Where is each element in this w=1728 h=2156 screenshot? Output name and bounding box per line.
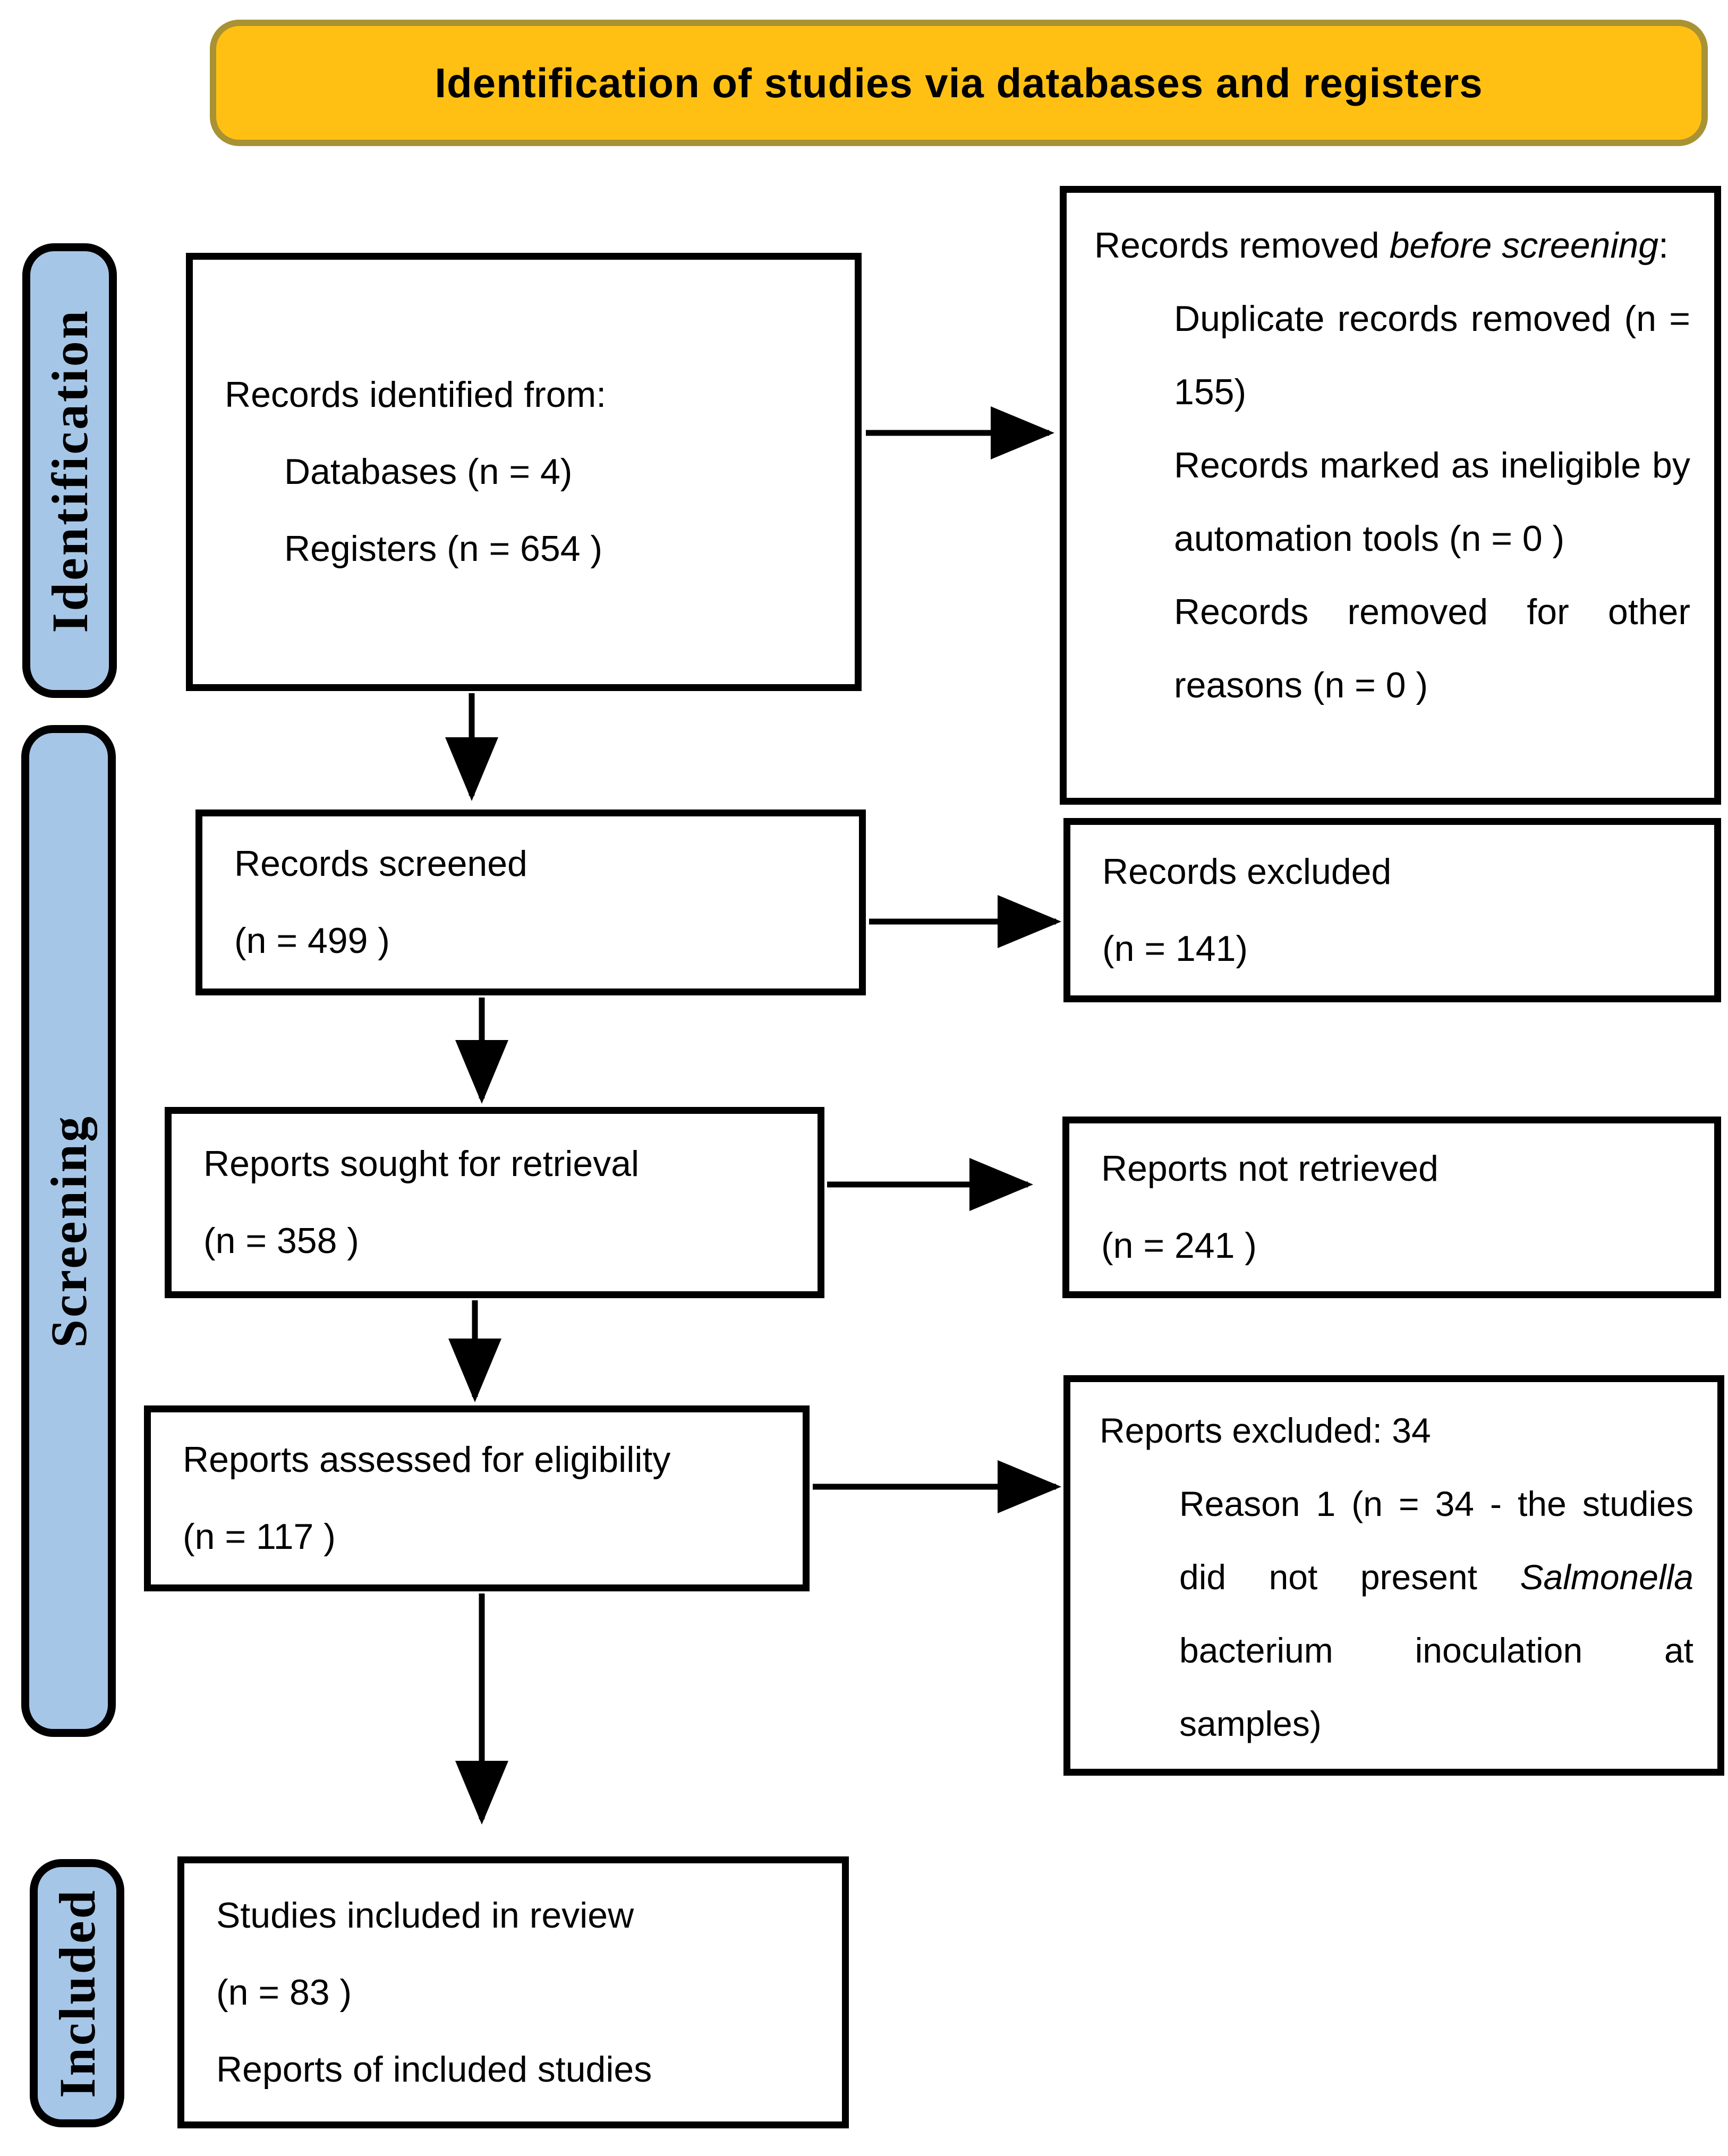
text-line: Reports sought for retrieval (203, 1144, 640, 1184)
text-line: (n = 499 ) (234, 921, 390, 961)
box-studies-included-in-review: Studies included in review (n = 83 ) Repor… (177, 1856, 849, 2128)
stage-bar-included: Included (30, 1859, 124, 2127)
diagram-title: Identification of studies via databases … (435, 59, 1483, 106)
text-line: Records excluded (1102, 851, 1392, 892)
text-line: (n = 83 ) (216, 1972, 352, 2013)
text-line: Records screened (234, 843, 527, 884)
text-line: (n = 241 ) (1101, 1225, 1257, 1266)
text-line: Studies included in review (216, 1895, 634, 1936)
text-line: Records marked as ineligible by automati… (1174, 445, 1690, 559)
box-reports-excluded: Reports excluded: 34 Reason 1 (n = 34 - t… (1063, 1375, 1724, 1776)
text-line: Reason 1 (n = 34 - the studies did not p… (1179, 1484, 1693, 1743)
box-records-identified: Records identified from: Databases (n = 4… (186, 253, 862, 691)
box-reports-assessed-for-eligibility: Reports assessed for eligibility (n = 117… (144, 1405, 810, 1591)
text-line: Records removed for other reasons (n = 0… (1174, 592, 1690, 705)
text-line: (n = 117 ) (183, 1516, 336, 1557)
stage-label-screening: Screening (40, 1114, 97, 1348)
text-line: (n = 358 ) (203, 1221, 359, 1261)
text-line: Reports not retrieved (1101, 1148, 1438, 1189)
stage-label-identification: Identification (41, 308, 98, 633)
text-line: Duplicate records removed (n = 155) (1174, 299, 1690, 412)
stage-bar-screening: Screening (21, 725, 116, 1737)
box-records-screened: Records screened (n = 499 ) (195, 809, 866, 995)
box-reports-sought-for-retrieval: Reports sought for retrieval (n = 358 ) (165, 1107, 824, 1298)
text-line: Registers (n = 654 ) (284, 529, 603, 569)
box-records-excluded: Records excluded (n = 141) (1063, 818, 1721, 1002)
text-line: Records removed before screening: (1094, 225, 1669, 266)
text-line: Reports excluded: 34 (1100, 1411, 1431, 1450)
title-banner: Identification of studies via databases … (210, 20, 1708, 146)
text-line: (n = 141) (1102, 928, 1248, 969)
box-records-removed-before-screening: Records removed before screening: Duplica… (1060, 186, 1721, 805)
box-reports-not-retrieved: Reports not retrieved (n = 241 ) (1062, 1117, 1721, 1298)
stage-bar-identification: Identification (22, 243, 117, 698)
text-line: Reports of included studies (216, 2049, 652, 2090)
text-line: Databases (n = 4) (284, 451, 573, 492)
stage-label-included: Included (48, 1888, 106, 2098)
text-line: Records identified from: (225, 374, 607, 415)
text-line: Reports assessed for eligibility (183, 1439, 671, 1480)
